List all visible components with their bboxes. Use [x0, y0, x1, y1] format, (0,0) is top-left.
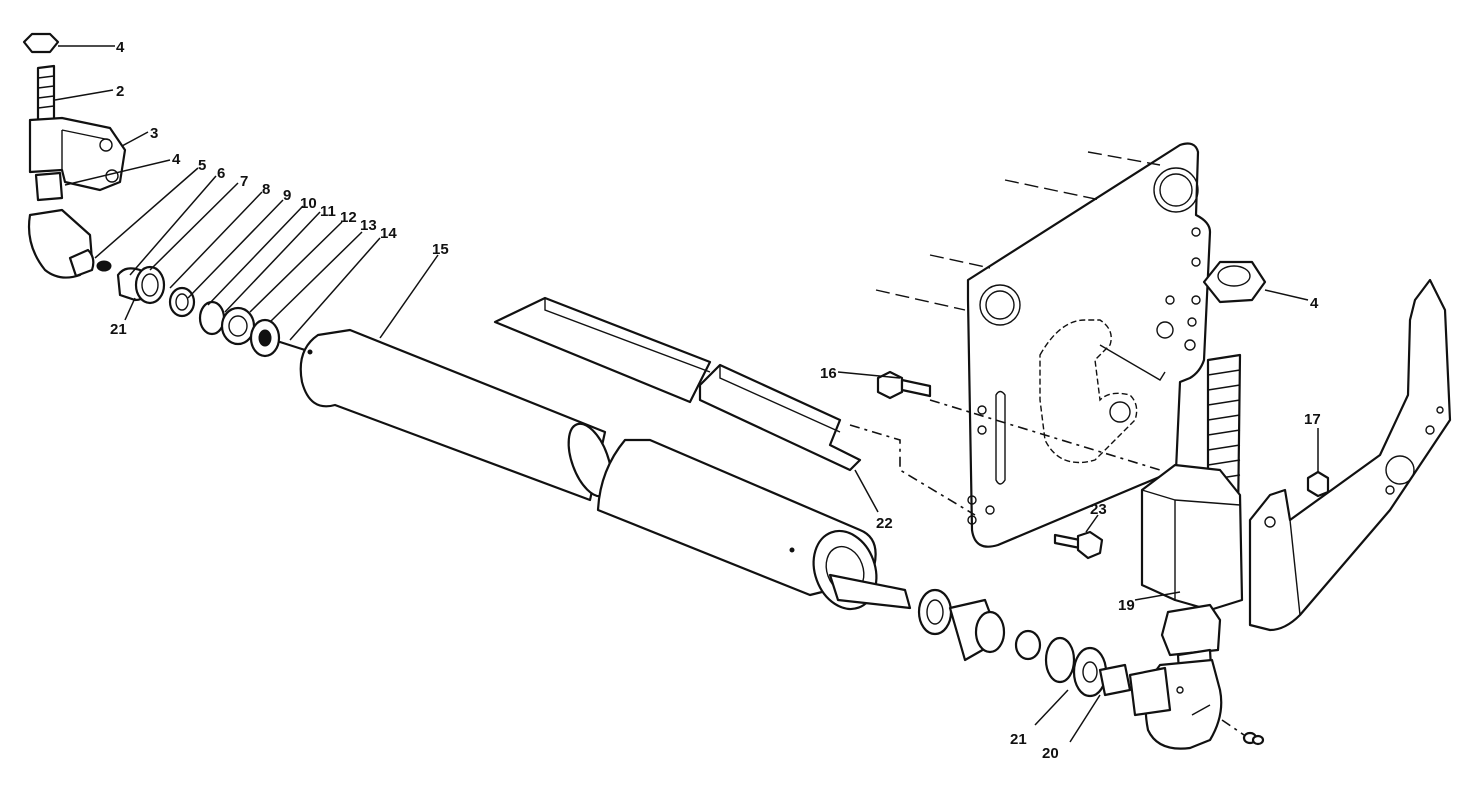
callout-3: 3 — [150, 125, 158, 142]
right-bearing-stack — [917, 588, 1172, 717]
leader-lines — [54, 45, 1319, 743]
callout-20: 20 — [1042, 745, 1059, 762]
callout-9: 9 — [283, 187, 291, 204]
bolt-16 — [876, 370, 932, 400]
callout-6: 6 — [217, 165, 225, 182]
callout-14: 14 — [380, 225, 397, 242]
callout-13: 13 — [360, 217, 377, 234]
nut-17 — [1306, 470, 1330, 498]
callout-2: 2 — [116, 83, 124, 100]
bolt-23 — [1053, 530, 1104, 560]
callout-21-left: 21 — [110, 321, 127, 338]
callout-5: 5 — [198, 157, 206, 174]
callout-19: 19 — [1118, 597, 1135, 614]
nut-4-right — [1202, 260, 1267, 304]
callout-16: 16 — [820, 365, 837, 382]
callout-4-left: 4 — [172, 151, 181, 168]
left-adjuster-assembly — [22, 32, 127, 279]
callout-8: 8 — [262, 181, 270, 198]
callout-15: 15 — [432, 241, 449, 258]
roller-right-section — [596, 438, 912, 611]
right-bracket — [1248, 278, 1452, 632]
callout-4-top-left: 4 — [116, 39, 125, 56]
callout-17: 17 — [1304, 411, 1321, 428]
callout-10: 10 — [300, 195, 317, 212]
callout-7: 7 — [240, 173, 248, 190]
callout-4-right: 4 — [1310, 295, 1319, 312]
callout-11: 11 — [320, 203, 336, 220]
left-bearing-stack — [116, 265, 307, 358]
frame-phantom-lines — [875, 151, 1161, 311]
roller-left-section — [299, 328, 613, 502]
side-plate — [966, 142, 1212, 548]
callout-21-right: 21 — [1010, 731, 1027, 748]
callout-12: 12 — [340, 209, 357, 226]
scraper-plate — [493, 296, 862, 472]
callout-labels: 4 2 3 4 5 6 7 8 9 10 11 12 13 14 15 21 1… — [110, 39, 1321, 762]
grease-fitting — [1242, 731, 1265, 746]
assembly-centerlines — [849, 399, 1245, 736]
callout-22: 22 — [876, 515, 893, 532]
callout-23: 23 — [1090, 501, 1107, 518]
